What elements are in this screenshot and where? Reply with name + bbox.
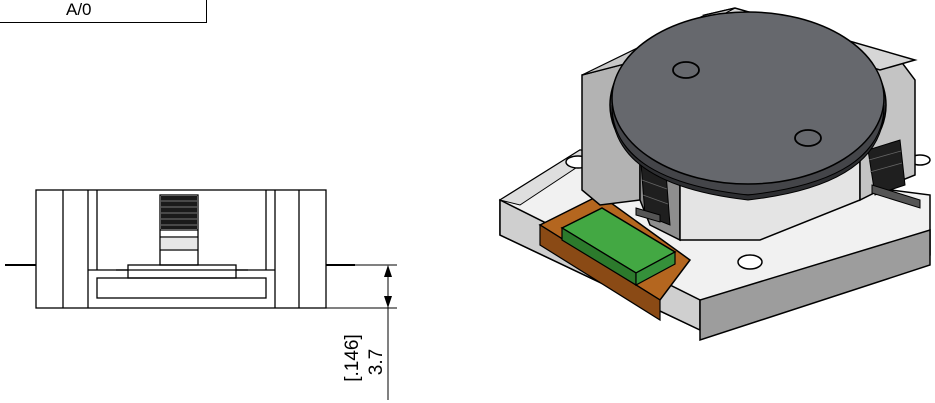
iso-base-front-right xyxy=(699,228,931,342)
side-view xyxy=(35,189,327,309)
iso-base-hole-right xyxy=(737,254,763,270)
iso-lid-hole-left xyxy=(672,61,700,79)
iso-right-lead xyxy=(871,184,921,209)
dimension-in: [.146] xyxy=(342,334,363,382)
revision-block: A/0 xyxy=(0,0,207,23)
iso-lid-top xyxy=(611,11,885,185)
dim-arrow-up xyxy=(384,265,392,277)
iso-left-lead xyxy=(635,207,661,223)
isometric-view xyxy=(498,7,931,342)
dim-arrow-down xyxy=(384,296,392,308)
height-dimension xyxy=(326,264,397,400)
side-view-outline xyxy=(35,189,327,309)
revision-text: A/0 xyxy=(66,0,92,19)
dimension-mm: 3.7 xyxy=(366,349,387,375)
iso-lid-hole-right xyxy=(794,129,822,147)
